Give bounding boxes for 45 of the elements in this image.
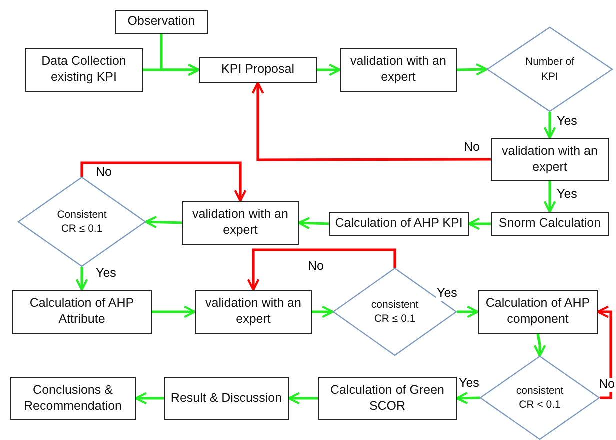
process-box: Calculation of Green SCOR xyxy=(318,377,457,420)
arrow xyxy=(534,334,546,358)
decision-text: consistent CR < 0.1 xyxy=(515,384,565,412)
arrow xyxy=(134,392,164,405)
decision-diamond xyxy=(480,356,600,440)
arrow xyxy=(456,63,488,76)
arrow xyxy=(456,392,480,405)
arrow xyxy=(288,392,318,405)
arrow xyxy=(252,82,491,162)
decision-text: Consistent CR ≤ 0.1 xyxy=(56,208,108,236)
process-box: KPI Proposal xyxy=(199,57,317,83)
edge-label: Yes xyxy=(556,115,578,129)
decision-diamond xyxy=(487,27,613,112)
process-box: validation with an expert xyxy=(340,48,457,92)
edge-label: Yes xyxy=(436,287,458,301)
process-box: Calculation of AHP component xyxy=(478,290,598,334)
process-box: Observation xyxy=(115,10,208,34)
arrow xyxy=(152,306,196,318)
arrow xyxy=(312,306,334,318)
process-box: validation with an expert xyxy=(182,201,299,245)
process-box: validation with an expert xyxy=(491,138,609,181)
arrow xyxy=(298,217,330,230)
arrow xyxy=(544,181,556,214)
arrow xyxy=(468,218,491,230)
arrow xyxy=(76,267,88,292)
arrow xyxy=(596,306,612,400)
decision-text: Number of KPI xyxy=(524,55,576,84)
arrow xyxy=(144,216,182,229)
arrow xyxy=(80,162,247,202)
arrow xyxy=(457,306,480,318)
arrow xyxy=(143,64,200,76)
process-box: validation with an expert xyxy=(195,290,312,334)
process-box: Conclusions & Recommendation xyxy=(10,377,136,420)
arrow xyxy=(317,64,342,76)
edge-label: No xyxy=(598,378,616,392)
decision-text: consistent CR ≤ 0.1 xyxy=(370,298,420,326)
process-box: Data Collection existing KPI xyxy=(25,48,143,92)
process-box: Calculation of AHP KPI xyxy=(329,212,469,236)
decision-diamond xyxy=(18,177,146,267)
decision-diamond xyxy=(333,268,457,356)
arrow xyxy=(544,112,556,140)
process-box: Snorm Calculation xyxy=(491,212,609,236)
process-box: Result & Discussion xyxy=(164,377,289,420)
arrow xyxy=(247,248,396,292)
process-box: Calculation of AHP Attribute xyxy=(12,290,152,334)
